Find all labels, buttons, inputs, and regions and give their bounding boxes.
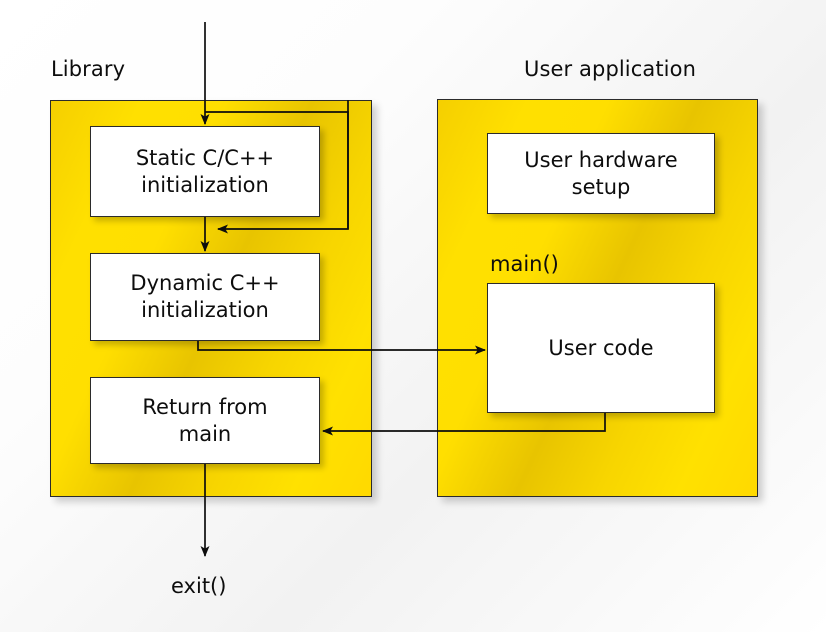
node-user-hardware-setup: User hardware setup bbox=[487, 133, 715, 214]
main-function-caption: main() bbox=[490, 252, 559, 276]
node-return-from-main-label: Return from main bbox=[142, 394, 268, 446]
node-dynamic-initialization-label: Dynamic C++ initialization bbox=[130, 271, 280, 322]
library-panel-title: Library bbox=[51, 57, 126, 81]
node-user-code-label: User code bbox=[548, 335, 654, 360]
node-dynamic-initialization: Dynamic C++ initialization bbox=[90, 253, 320, 341]
node-user-code: User code bbox=[487, 283, 715, 413]
node-user-hardware-setup-label: User hardware setup bbox=[524, 147, 678, 199]
node-return-from-main: Return from main bbox=[90, 377, 320, 464]
node-static-initialization: Static C/C++ initialization bbox=[90, 126, 320, 217]
node-static-initialization-label: Static C/C++ initialization bbox=[135, 145, 275, 197]
user-application-panel-title: User application bbox=[524, 57, 696, 81]
exit-caption: exit() bbox=[171, 574, 227, 598]
